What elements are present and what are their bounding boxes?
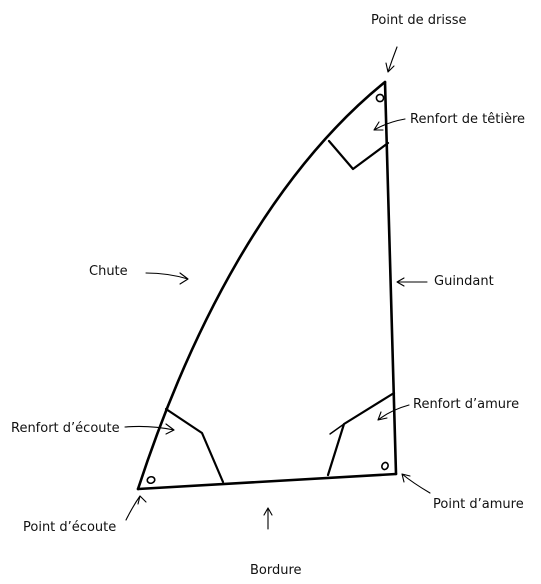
arrow-leech	[145, 272, 189, 285]
head-patch	[327, 93, 390, 171]
sail-outline	[136, 80, 398, 491]
arrows	[124, 46, 431, 530]
label-leech: Chute	[89, 264, 128, 279]
clew-patch	[146, 407, 225, 485]
arrow-head	[385, 46, 398, 73]
label-foot: Bordure	[250, 563, 302, 578]
arrow-head-patch	[373, 118, 406, 131]
foot-edge	[136, 472, 398, 491]
arrow-tack	[401, 473, 431, 494]
arrow-foot	[263, 507, 273, 530]
labels: Point de drisse Renfort de têtière Chute…	[11, 13, 525, 578]
tack-patch	[326, 391, 396, 477]
tack-eyelet	[381, 461, 389, 471]
label-luff: Guindant	[434, 274, 494, 289]
arrow-clew	[125, 495, 147, 521]
label-clew: Point d’écoute	[23, 520, 116, 535]
label-tack: Point d’amure	[433, 497, 524, 512]
label-clew-patch: Renfort d’écoute	[11, 421, 120, 436]
head-eyelet	[375, 93, 385, 103]
luff-edge	[383, 80, 398, 476]
arrow-tack-patch	[377, 404, 410, 421]
clew-eyelet	[146, 475, 156, 485]
arrow-clew-patch	[124, 423, 175, 435]
label-head: Point de drisse	[371, 13, 467, 28]
leech-edge	[136, 80, 387, 491]
label-tack-patch: Renfort d’amure	[413, 397, 519, 412]
label-head-patch: Renfort de têtière	[410, 112, 525, 127]
arrow-luff	[396, 277, 428, 287]
